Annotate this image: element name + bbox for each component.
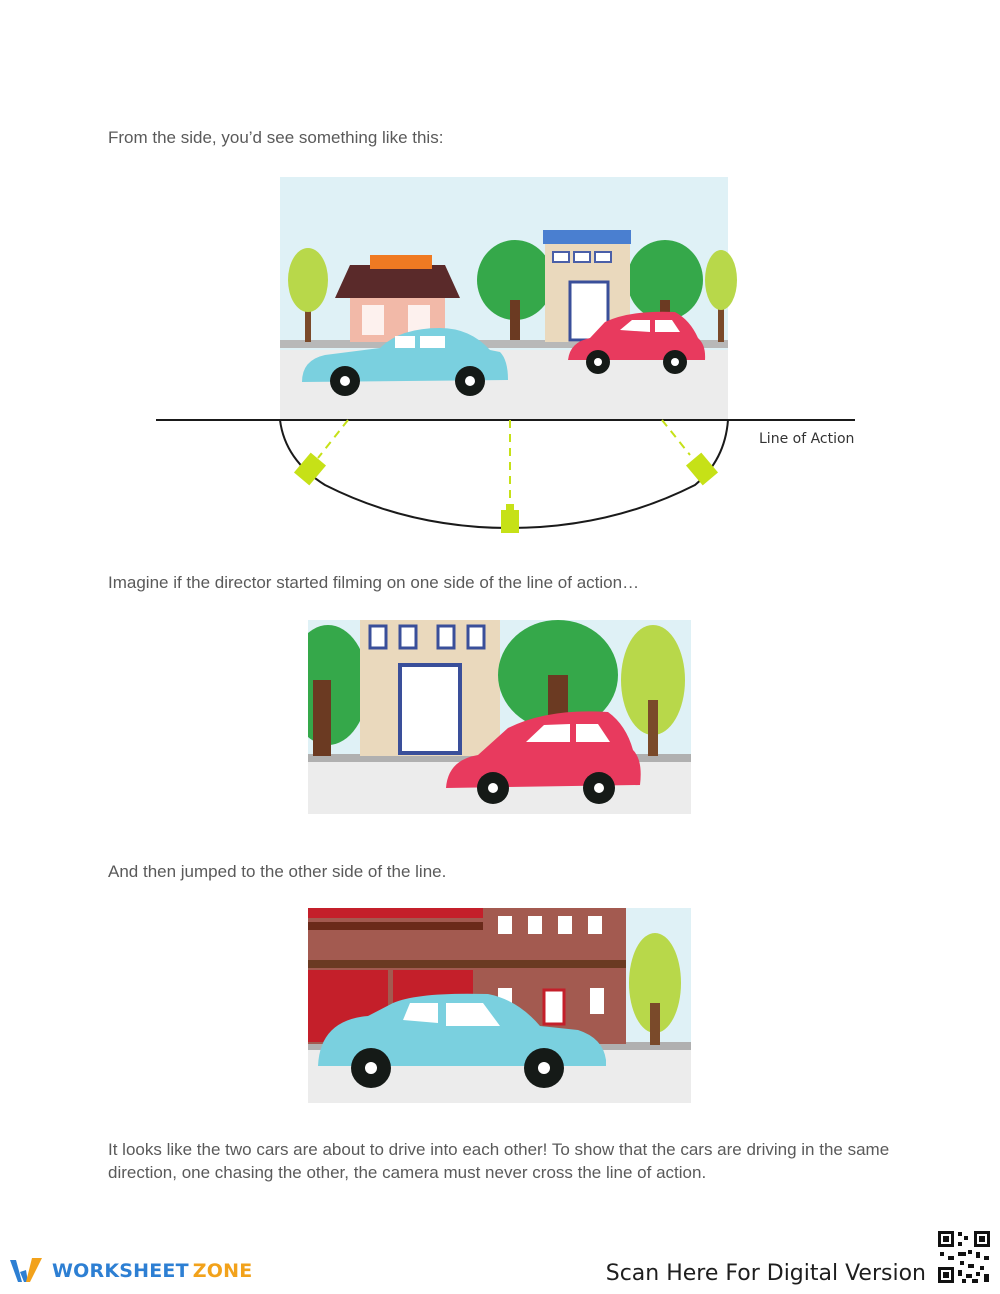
jump-paragraph: And then jumped to the other side of the… (108, 862, 447, 881)
camera-left-icon (293, 452, 327, 486)
red-car-shot-image (308, 620, 691, 814)
intro-paragraph: From the side, you’d see something like … (108, 128, 444, 147)
brand-name-worksheet: WORKSHEET (52, 1260, 189, 1282)
conclusion-paragraph: It looks like the two cars are about to … (108, 1140, 890, 1182)
worksheet-zone-logo[interactable]: WORKSHEET ZONE (8, 1256, 252, 1286)
camera-right-icon (685, 452, 719, 486)
scan-instruction: Scan Here For Digital Version (605, 1261, 926, 1286)
line-of-action-label: Line of Action (759, 431, 854, 447)
red-car (446, 711, 641, 804)
camera-center-icon (501, 504, 519, 533)
red-car (568, 311, 706, 374)
street-scene-image (280, 177, 737, 420)
line-of-action-diagram: Line of Action (156, 177, 855, 533)
blue-car (318, 993, 606, 1088)
blue-car (302, 328, 508, 396)
logo-w-icon (10, 1258, 42, 1282)
qr-code-icon[interactable] (935, 1228, 993, 1286)
brand-name-zone: ZONE (192, 1260, 253, 1282)
blue-car-shot-image (308, 908, 691, 1103)
director-paragraph: Imagine if the director started filming … (108, 573, 640, 592)
